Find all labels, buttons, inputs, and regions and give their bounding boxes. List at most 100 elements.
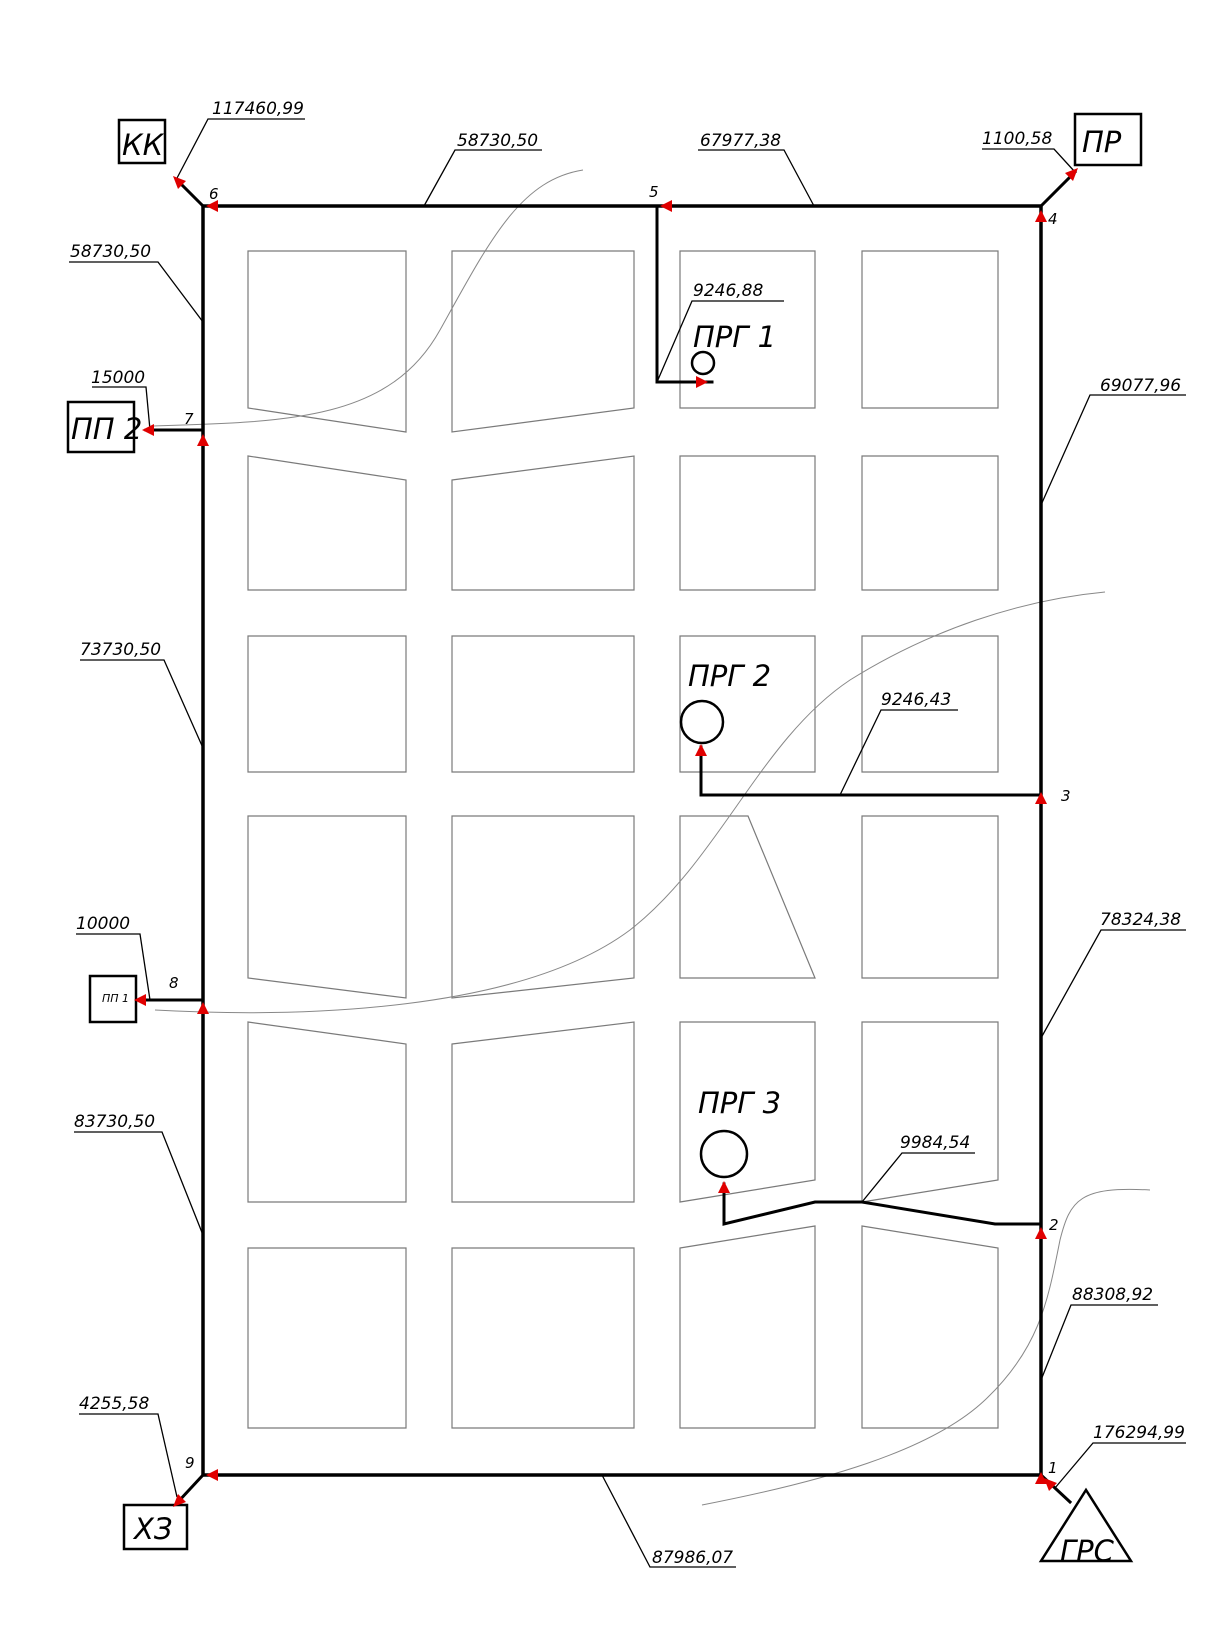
node-2: 2	[1049, 1216, 1059, 1234]
node-6: 6	[209, 185, 219, 203]
pr-box	[1073, 112, 1143, 167]
flow-top-left: 58730,50	[457, 131, 538, 151]
city-block	[679, 250, 816, 409]
flow-kk: 117460,99	[212, 99, 304, 119]
city-block	[861, 250, 999, 409]
contour-lines	[151, 169, 1151, 1506]
leader-lines	[69, 118, 1186, 1568]
flow-left-mid: 73730,50	[80, 640, 161, 660]
flow-arrow	[1035, 1472, 1047, 1484]
grs-triangle	[1038, 1487, 1134, 1563]
pp1-box	[88, 974, 138, 1024]
city-block	[861, 455, 999, 591]
hz-label: ХЗ	[132, 1512, 172, 1546]
flow-arrow	[695, 744, 707, 756]
pp2-box	[66, 400, 136, 454]
contour-line	[701, 1188, 1151, 1506]
city-blocks	[247, 250, 999, 1429]
flow-pp2: 15000	[91, 368, 145, 388]
grs-label: ГРС	[1060, 1534, 1115, 1568]
city-block	[451, 815, 635, 999]
flow-arrow	[1065, 168, 1078, 181]
kk-label: КК	[122, 128, 165, 162]
city-block	[679, 815, 816, 979]
city-block	[247, 250, 407, 433]
prg2-circle	[679, 699, 725, 745]
pp2-label: ПП 2	[71, 412, 142, 446]
node-1: 1	[1048, 1459, 1058, 1477]
branch-pipes	[136, 169, 1078, 1506]
flow-top-right: 67977,38	[700, 131, 781, 151]
flow-arrow	[142, 424, 154, 436]
prg1-label: ПРГ 1	[693, 320, 776, 354]
city-block	[247, 815, 407, 999]
branch-prg2	[699, 745, 1043, 797]
pr-label: ПР	[1082, 125, 1122, 159]
city-block	[451, 1021, 635, 1203]
node-numbers: 1 2 3 4 5 6 7 8 9	[169, 183, 1071, 1477]
flow-prg2: 9246,43	[881, 690, 951, 710]
city-block	[861, 1225, 999, 1429]
flow-grs: 176294,99	[1093, 1423, 1185, 1443]
main-ring	[201, 204, 1043, 1477]
flow-prg3: 9984,54	[900, 1133, 970, 1153]
city-block	[861, 1021, 999, 1203]
flow-bottom: 87986,07	[652, 1548, 733, 1568]
flow-pp1: 10000	[76, 914, 130, 934]
flow-arrow	[173, 176, 186, 189]
flow-right-mid: 78324,38	[1100, 910, 1181, 930]
city-block	[451, 1247, 635, 1429]
kk-box	[117, 118, 167, 165]
city-block	[861, 635, 999, 773]
flow-arrow	[1044, 1478, 1057, 1491]
node-4: 4	[1048, 210, 1058, 228]
flow-pr: 1100,58	[982, 129, 1052, 149]
flow-arrow	[173, 1494, 186, 1507]
city-block	[247, 1021, 407, 1203]
city-block	[679, 455, 816, 591]
branch-prg3	[722, 1182, 1043, 1226]
flow-right-upper: 69077,96	[1100, 376, 1181, 396]
city-block	[247, 1247, 407, 1429]
node-9: 9	[185, 1454, 195, 1472]
flow-arrows	[134, 168, 1078, 1507]
branch-pr	[1038, 169, 1078, 209]
flow-left-low: 83730,50	[74, 1112, 155, 1132]
node-8: 8	[169, 974, 179, 992]
flow-arrow	[718, 1181, 730, 1193]
flow-arrow	[197, 434, 209, 446]
pp1-label: ПП 1	[102, 992, 129, 1005]
prg3-label: ПРГ 3	[698, 1086, 781, 1120]
city-block	[861, 815, 999, 979]
prg1-circle	[690, 350, 716, 376]
city-block	[679, 1225, 816, 1429]
node-5: 5	[649, 183, 659, 201]
hz-box	[122, 1503, 189, 1551]
node-7: 7	[184, 410, 194, 428]
city-block	[451, 635, 635, 773]
ring-pipeline	[201, 204, 1043, 1477]
flow-arrow	[1035, 1227, 1047, 1239]
prg3-circle	[699, 1129, 749, 1179]
flow-hz: 4255,58	[79, 1394, 149, 1414]
city-block	[247, 635, 407, 773]
flow-arrow	[197, 1002, 209, 1014]
flow-arrow	[206, 1469, 218, 1481]
contour-line	[154, 591, 1106, 1014]
flow-arrow	[1035, 792, 1047, 804]
flow-arrow	[696, 376, 708, 388]
node-3: 3	[1061, 787, 1071, 805]
city-block	[679, 635, 816, 773]
flow-labels: 117460,99 58730,50 67977,38 1100,58 5873…	[70, 99, 1185, 1568]
city-block	[451, 250, 635, 433]
flow-arrow	[660, 200, 672, 212]
city-block	[247, 455, 407, 591]
city-block	[451, 455, 635, 591]
city-block	[679, 1021, 816, 1203]
flow-arrow	[206, 200, 218, 212]
flow-prg1: 9246,88	[693, 281, 763, 301]
contour-line	[151, 169, 584, 427]
flow-arrow	[1035, 210, 1047, 222]
consumers: КК ПР ПП 2 ПП 1 ХЗ ГРС ПРГ 1 ПРГ 2 ПРГ 3	[66, 112, 1143, 1568]
